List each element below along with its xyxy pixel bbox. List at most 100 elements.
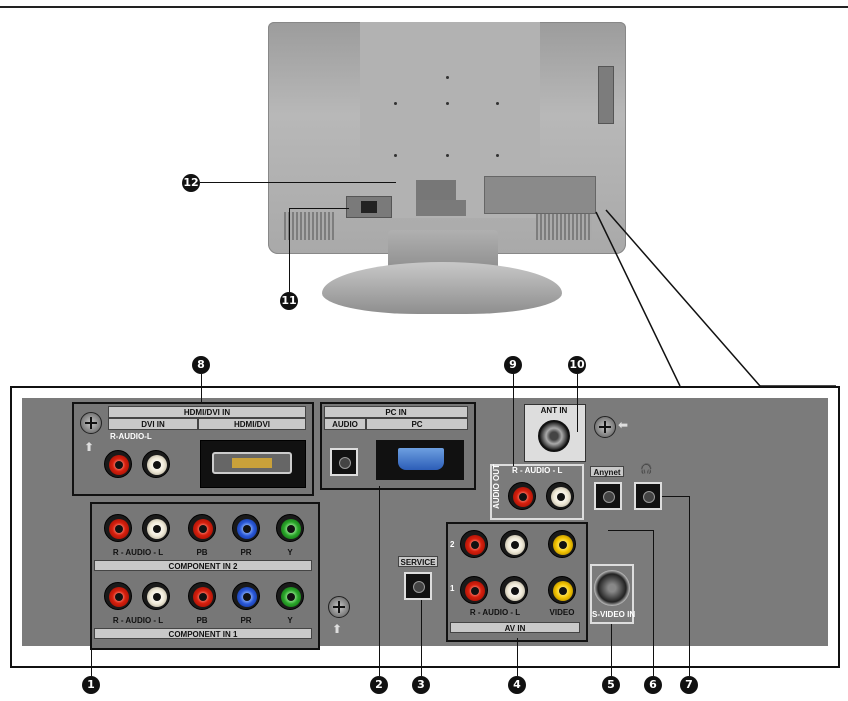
leader-line-12: [200, 182, 396, 183]
ant-in-label: ANT IN: [540, 406, 568, 415]
comp1-audio-r-jack[interactable]: [104, 582, 132, 610]
service-label: SERVICE: [398, 556, 438, 567]
power-inlet: [346, 196, 392, 218]
callout-10: 10: [568, 356, 586, 374]
leader-line-6b: [608, 530, 654, 531]
av-video-label: VIDEO: [549, 608, 575, 617]
comp2-audio-label: R - AUDIO - L: [112, 548, 164, 557]
callout-7: 7: [680, 676, 698, 694]
av1-video-jack[interactable]: [548, 576, 576, 604]
pc-in-header: PC IN: [324, 406, 468, 418]
service-jack[interactable]: [404, 572, 432, 600]
leader-line-9: [513, 374, 514, 466]
ground-screw: [80, 412, 102, 434]
comp2-pb-label: PB: [196, 548, 208, 557]
comp2-audio-r-jack[interactable]: [104, 514, 132, 542]
svideo-in-label: S-VIDEO IN: [592, 610, 636, 619]
audio-out-block: [490, 464, 584, 520]
comp2-y-jack[interactable]: [276, 514, 304, 542]
svideo-block: [590, 564, 634, 624]
av1-audio-r-jack[interactable]: [460, 576, 488, 604]
ground-screw-2: [328, 596, 350, 618]
comp1-y-jack[interactable]: [276, 582, 304, 610]
comp2-audio-l-jack[interactable]: [142, 514, 170, 542]
hdmi-dvi-header: HDMI/DVI: [198, 418, 306, 430]
tv-side-handle: [598, 66, 614, 124]
mount-hole: [446, 102, 449, 105]
dvi-audio-r-jack[interactable]: [104, 450, 132, 478]
hdmi-contacts: [232, 458, 272, 468]
callout-2: 2: [370, 676, 388, 694]
comp1-pb-jack[interactable]: [188, 582, 216, 610]
av-in-label: AV IN: [450, 622, 580, 633]
callout-5: 5: [602, 676, 620, 694]
tv-vent-right: [536, 212, 592, 240]
callout-1: 1: [82, 676, 100, 694]
comp2-pr-jack[interactable]: [232, 514, 260, 542]
anynet-label: Anynet: [590, 466, 624, 477]
pc-audio-jack[interactable]: [330, 448, 358, 476]
callout-3: 3: [412, 676, 430, 694]
top-rule: [0, 6, 848, 8]
component-in-1-label: COMPONENT IN 1: [94, 628, 312, 639]
headphone-jack[interactable]: [634, 482, 662, 510]
leader-line-8: [201, 374, 202, 404]
tv-stand-base: [322, 262, 562, 314]
tv-label-plate-lower: [416, 200, 466, 216]
mount-hole: [496, 102, 499, 105]
dvi-audio-l-jack[interactable]: [142, 450, 170, 478]
leader-line-6: [653, 530, 654, 676]
headphone-icon: 🎧: [640, 464, 653, 475]
leader-line-7: [689, 496, 690, 676]
tv-rear-ports: [484, 176, 596, 214]
leader-line-5: [611, 624, 612, 676]
mount-hole: [446, 154, 449, 157]
tv-vent-left: [284, 212, 334, 240]
component-in-2-label: COMPONENT IN 2: [94, 560, 312, 571]
tv-label-plate: [416, 180, 456, 200]
leader-line-2: [379, 486, 380, 676]
callout-6: 6: [644, 676, 662, 694]
callout-9: 9: [504, 356, 522, 374]
dvi-audio-label: R-AUDIO-L: [110, 432, 152, 441]
svideo-jack[interactable]: [594, 570, 630, 606]
comp1-pb-label: PB: [196, 616, 208, 625]
av-row-1-label: 1: [450, 584, 455, 593]
leader-line-1: [91, 646, 92, 676]
callout-4: 4: [508, 676, 526, 694]
av2-audio-r-jack[interactable]: [460, 530, 488, 558]
comp1-y-label: Y: [287, 616, 293, 625]
leader-line-4: [517, 638, 518, 676]
callout-11: 11: [280, 292, 298, 310]
mount-hole: [394, 154, 397, 157]
up-arrow-icon: ⬆: [84, 440, 95, 454]
vga-port[interactable]: [398, 448, 444, 470]
leader-line-11: [289, 208, 290, 292]
anynet-jack[interactable]: [594, 482, 622, 510]
av-row-2-label: 2: [450, 540, 455, 549]
antenna-jack[interactable]: [538, 420, 570, 452]
comp2-pb-jack[interactable]: [188, 514, 216, 542]
audio-out-label: AUDIO OUT: [491, 464, 501, 509]
audio-out-r-jack[interactable]: [508, 482, 536, 510]
audio-out-l-jack[interactable]: [546, 482, 574, 510]
mount-hole: [496, 154, 499, 157]
mount-hole: [446, 76, 449, 79]
leader-line-3: [421, 600, 422, 676]
comp2-pr-label: PR: [240, 548, 252, 557]
mount-hole: [394, 102, 397, 105]
pc-header: PC: [366, 418, 468, 430]
comp1-pr-jack[interactable]: [232, 582, 260, 610]
hdmi-dvi-in-header: HDMI/DVI IN: [108, 406, 306, 418]
comp1-audio-label: R - AUDIO - L: [112, 616, 164, 625]
ground-screw-3: [594, 416, 616, 438]
leader-line-11b: [289, 208, 349, 209]
av2-video-jack[interactable]: [548, 530, 576, 558]
up-arrow-icon-2: ⬆: [332, 622, 343, 636]
audio-out-channel-label: R - AUDIO - L: [512, 466, 563, 475]
callout-12: 12: [182, 174, 200, 192]
av2-audio-l-jack[interactable]: [500, 530, 528, 558]
av1-audio-l-jack[interactable]: [500, 576, 528, 604]
comp1-audio-l-jack[interactable]: [142, 582, 170, 610]
left-arrow-icon: ⬅: [618, 418, 629, 432]
